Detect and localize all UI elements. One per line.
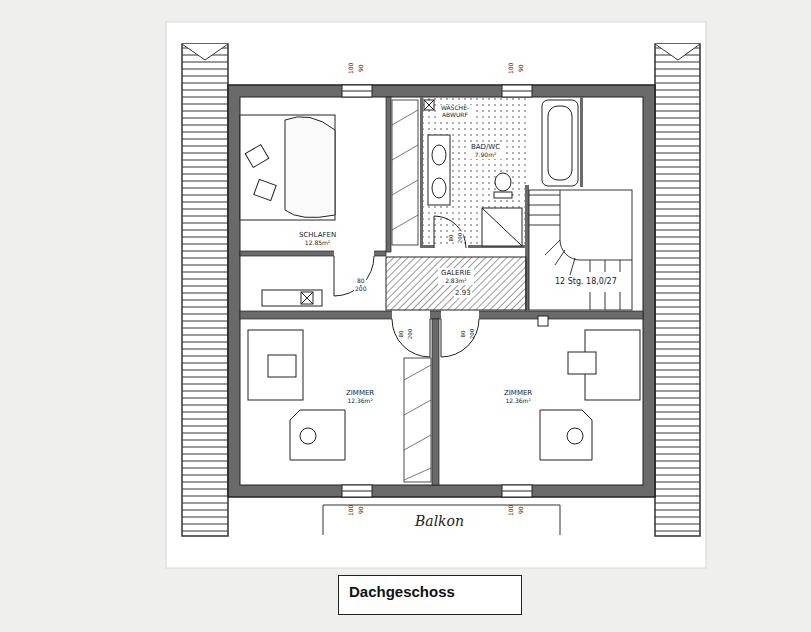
balcony-label: Balkon xyxy=(415,514,464,529)
room-area: 12.36m² xyxy=(346,397,374,404)
dimension-label: 90 xyxy=(518,64,525,72)
room-area: 12.36m² xyxy=(504,397,532,404)
dimension-label: 80 xyxy=(356,278,366,285)
dimension-label: 80 xyxy=(448,234,454,243)
caption: Dachgeschoss xyxy=(349,583,455,600)
dimension-label: 2.93 xyxy=(454,290,472,298)
dimension-label: 12 Stg. 18,0/27 xyxy=(554,278,618,287)
room-area: 2.83m² xyxy=(441,277,471,284)
dimension-label: 90 xyxy=(518,506,525,514)
dimension-label: 80 xyxy=(460,331,466,338)
dimension-label: WÄSCHE- ABWURF xyxy=(437,105,473,118)
dimension-label: 200 xyxy=(354,286,367,293)
room-name: ZIMMER xyxy=(504,389,532,397)
dimension-label: 90 xyxy=(358,506,365,514)
room-label: SCHLAFEN12.85m² xyxy=(296,230,339,247)
dimension-label: 100 xyxy=(348,63,355,74)
dimension-label: 90 xyxy=(358,64,365,72)
room-label: BAD/WC7.90m² xyxy=(468,142,503,159)
room-area: 12.85m² xyxy=(299,239,336,246)
room-label: GALERIE2.83m² xyxy=(438,268,474,285)
room-area: 7.90m² xyxy=(471,151,500,158)
dimension-label: 200 xyxy=(457,232,463,245)
dimension-label: 100 xyxy=(348,505,355,516)
caption-box: Dachgeschoss xyxy=(338,575,522,615)
room-name: SCHLAFEN xyxy=(299,231,336,239)
room-label: ZIMMER12.36m² xyxy=(501,388,535,405)
dimension-label: 200 xyxy=(469,329,475,340)
room-name: GALERIE xyxy=(441,269,471,277)
room-name: ZIMMER xyxy=(346,389,374,397)
room-label: ZIMMER12.36m² xyxy=(343,388,377,405)
dimension-label: 80 xyxy=(398,331,404,338)
dimension-label: 100 xyxy=(508,505,515,516)
room-name: BAD/WC xyxy=(471,143,500,151)
dimension-label: 100 xyxy=(508,63,515,74)
dimension-label: 200 xyxy=(407,329,413,340)
